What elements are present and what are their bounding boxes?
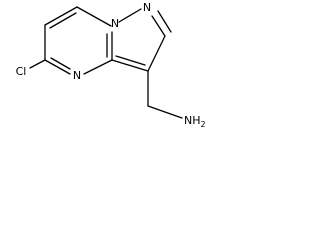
label-layer: N N N Cl NH2 <box>16 1 206 129</box>
atom-n-ring-label: N <box>73 69 81 82</box>
bond-ch2-to-nh2 <box>147 105 183 119</box>
bond-n-pyrazole-to-ch <box>151 15 166 37</box>
chemical-structure: N N N Cl NH2 <box>16 1 206 129</box>
bond-left-to-n-ring <box>44 59 71 75</box>
bond-top-left-double <box>49 12 77 29</box>
bond-n-ring-to-junction <box>83 59 113 75</box>
bond-c5-to-cl <box>29 59 46 69</box>
atom-n-pyrazole-label: N <box>143 1 151 14</box>
bond-n-pyrazole-to-ch-double <box>157 10 172 33</box>
bond-c3-to-junction-double <box>115 55 146 66</box>
bond-n-bridge-to-top <box>76 6 112 27</box>
atom-n-bridge-label: N <box>111 17 119 30</box>
atom-cl-label: Cl <box>16 65 27 78</box>
bond-left-to-n-ring-double <box>50 57 71 70</box>
bond-layer <box>29 6 183 119</box>
bond-top-left <box>44 6 78 26</box>
bond-c3-to-junction <box>111 59 149 72</box>
atom-nh2-main: NH <box>184 114 201 127</box>
bond-n-bridge-to-n-pyrazole <box>118 8 142 23</box>
bond-ch-to-c3 <box>147 35 166 72</box>
atom-nh2-subscript: 2 <box>201 120 206 129</box>
atom-nh2-label: NH2 <box>184 114 206 129</box>
